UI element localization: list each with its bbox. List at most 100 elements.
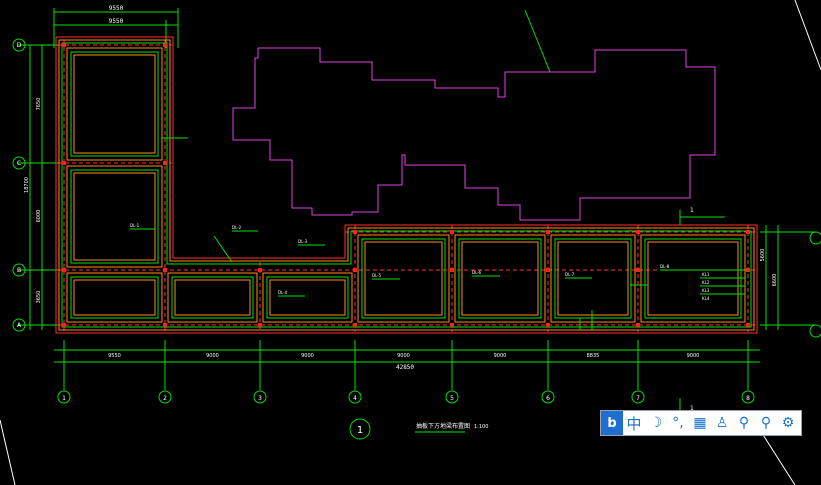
beam-label: DL-8 <box>660 264 670 269</box>
ime-toolbar[interactable]: b 中 ☽ °, ▦ ♙ ⚲ ⚲ ⚙ <box>600 410 802 436</box>
axis-label: 2 <box>163 395 167 402</box>
sheet-border-line <box>794 0 821 71</box>
axis-label: 5 <box>450 395 454 402</box>
grid-node <box>636 268 640 272</box>
panel-outer-3 <box>167 272 258 323</box>
gear-icon[interactable]: ⚙ <box>781 415 795 431</box>
axis-bubble <box>158 390 172 404</box>
top-dim-text-2: 9550 <box>109 18 124 25</box>
panel-mid-2 <box>70 276 159 319</box>
grid-node <box>353 268 357 272</box>
search-icon[interactable]: ⚲ <box>760 415 772 431</box>
panel-outer-5 <box>357 234 450 323</box>
panel-inner-4 <box>269 279 346 316</box>
left-dim-text: 3650 <box>36 291 42 304</box>
axis-label: D <box>17 42 22 49</box>
keyboard-icon[interactable]: ▦ <box>693 415 707 431</box>
grid-node-markers <box>62 43 750 327</box>
grid-node <box>163 268 167 272</box>
top-dim-text: 9550 <box>109 5 124 12</box>
panel-mid-3 <box>171 276 254 319</box>
axis-label: 6 <box>546 395 550 402</box>
panel-outer-7 <box>550 234 636 323</box>
drawing-title: 抽板下方地梁布置图 <box>416 422 470 430</box>
grid-node <box>746 230 750 234</box>
axis-label: 3 <box>258 395 262 402</box>
axis-label: 1 <box>62 395 66 402</box>
axis-grid-lines <box>58 40 755 332</box>
panel-inner-5 <box>364 241 443 316</box>
grid-node <box>353 323 357 327</box>
grid-node <box>163 323 167 327</box>
axis-label: B <box>17 267 21 274</box>
panel-outer-1 <box>66 165 163 268</box>
dimension-lines <box>18 8 815 390</box>
grid-node <box>746 268 750 272</box>
grid-node <box>258 323 262 327</box>
section-mark-bottom: 1 <box>690 405 694 412</box>
axis-label: 8 <box>746 395 750 402</box>
beam-label: DL-6 <box>472 270 482 275</box>
foundation-panels <box>66 47 746 323</box>
user-icon[interactable]: ⚲ <box>738 415 750 431</box>
axis-bubble <box>12 156 26 170</box>
axis-bubble <box>741 390 755 404</box>
section-mark-top: 1 <box>690 207 694 214</box>
grid-node <box>546 230 550 234</box>
beam-label: DL-7 <box>565 272 575 277</box>
panel-inner-6 <box>461 241 539 316</box>
note-line: KL3 <box>702 288 710 293</box>
beam-label: DL-2 <box>232 225 242 230</box>
punctuation-icon[interactable]: °, <box>672 415 684 431</box>
axis-bubble <box>12 318 26 332</box>
panel-mid-6 <box>458 238 542 319</box>
moon-icon[interactable]: ☽ <box>649 415 663 431</box>
grid-node <box>163 43 167 47</box>
bottom-dim-text: 9000 <box>687 353 700 359</box>
panel-outer-0 <box>66 47 163 161</box>
note-line: KL4 <box>702 296 710 301</box>
bing-logo-icon[interactable]: b <box>601 411 623 435</box>
panel-inner-2 <box>73 279 156 316</box>
sheet-border-line <box>0 419 16 485</box>
bottom-dim-text: 9000 <box>206 353 219 359</box>
grid-node <box>450 230 454 234</box>
foundation-beams <box>55 36 758 334</box>
panel-outer-6 <box>454 234 546 323</box>
axis-bubble <box>631 390 645 404</box>
skin-icon[interactable]: ♙ <box>715 415 729 431</box>
panel-outer-2 <box>66 272 163 323</box>
panel-mid-7 <box>554 238 632 319</box>
grid-node <box>163 161 167 165</box>
axis-bubble <box>57 390 71 404</box>
grid-node <box>546 323 550 327</box>
axis-label: C <box>17 160 21 167</box>
bottom-dim-text: 8835 <box>587 353 600 359</box>
panel-mid-1 <box>70 169 159 264</box>
chinese-mode-button[interactable]: 中 <box>626 414 642 433</box>
grid-node <box>62 268 66 272</box>
axis-bubble-right <box>809 324 821 338</box>
axis-bubble <box>348 390 362 404</box>
axis-label: 7 <box>636 395 640 402</box>
beam-label: DL-3 <box>298 239 308 244</box>
right-dim-text: 5600 <box>760 249 766 262</box>
grid-node <box>636 230 640 234</box>
panel-inner-7 <box>557 241 629 316</box>
bottom-dim-text: 9000 <box>494 353 507 359</box>
grid-node <box>353 230 357 234</box>
section-bubble <box>349 418 371 440</box>
axis-bubble <box>253 390 267 404</box>
axis-bubble <box>12 38 26 52</box>
note-line: KL1 <box>702 272 710 277</box>
left-dim-text: 7650 <box>36 98 42 111</box>
grid-node <box>258 268 262 272</box>
beam-label: DL-1 <box>130 223 140 228</box>
panel-inner-0 <box>73 54 156 154</box>
drawing-scale: 1:100 <box>474 424 488 430</box>
panel-inner-3 <box>174 279 251 316</box>
